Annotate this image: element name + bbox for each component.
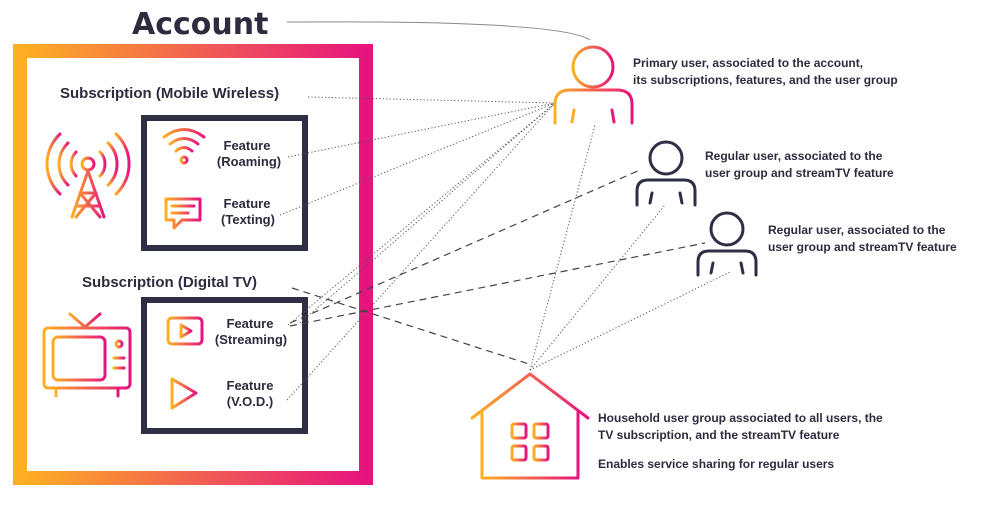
connector-lines <box>279 96 731 401</box>
antenna-icon <box>45 132 131 219</box>
feature-roaming-line2: (Roaming) <box>217 154 281 169</box>
regular-user-1-icon <box>635 140 697 207</box>
message-icon <box>164 197 202 230</box>
regular-user-2-desc-line1: Regular user, associated to the <box>768 223 946 237</box>
regular-user-2-icon <box>696 211 758 277</box>
household-icon <box>470 372 590 480</box>
subscription-tv-label: Subscription (Digital TV) <box>82 274 257 291</box>
tv-features-box <box>141 297 308 434</box>
household-desc-line1: Household user group associated to all u… <box>598 411 883 425</box>
feature-roaming-line1: Feature <box>224 138 271 153</box>
subscription-mobile-label: Subscription (Mobile Wireless) <box>60 85 279 102</box>
regular-user-1-desc-line2: user group and streamTV feature <box>705 166 894 180</box>
account-connector <box>286 21 591 41</box>
wifi-icon <box>162 128 206 165</box>
feature-vod-line1: Feature <box>227 378 274 393</box>
account-title: Account <box>132 7 268 42</box>
primary-user-desc-line2: its subscriptions, features, and the use… <box>633 73 898 87</box>
play-icon <box>170 377 198 410</box>
household-desc-line3: Enables service sharing for regular user… <box>598 457 834 471</box>
mobile-features-box <box>141 115 308 251</box>
account-frame <box>13 44 373 485</box>
feature-texting-line2: (Texting) <box>221 212 275 227</box>
feature-streaming-line1: Feature <box>227 316 274 331</box>
primary-user-desc-line1: Primary user, associated to the account, <box>633 56 863 70</box>
primary-user-icon <box>553 45 634 125</box>
feature-vod-line2: (V.O.D.) <box>227 394 273 409</box>
feature-streaming-line2: (Streaming) <box>215 332 287 347</box>
feature-texting-line1: Feature <box>224 196 271 211</box>
regular-user-2-desc-line2: user group and streamTV feature <box>768 240 957 254</box>
tv-icon <box>42 312 132 398</box>
play-button-icon <box>166 316 204 346</box>
regular-user-1-desc-line1: Regular user, associated to the <box>705 149 883 163</box>
household-desc-line2: TV subscription, and the streamTV featur… <box>598 428 840 442</box>
